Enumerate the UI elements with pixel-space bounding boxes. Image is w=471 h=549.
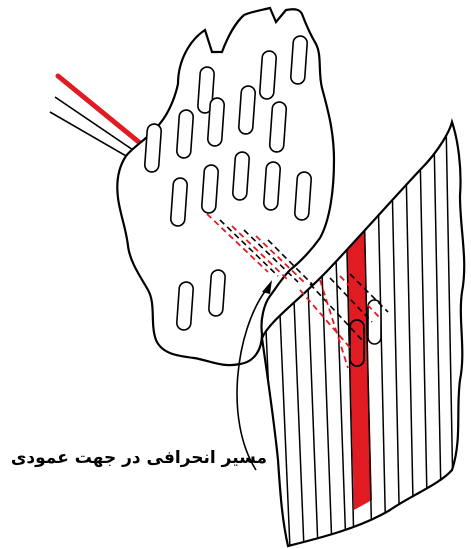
slot bbox=[170, 177, 188, 227]
black-wire-upper bbox=[54, 96, 137, 153]
slot bbox=[367, 299, 382, 345]
back-plate bbox=[116, 6, 336, 367]
slot bbox=[201, 164, 219, 214]
slot bbox=[197, 66, 215, 114]
slot bbox=[294, 171, 312, 221]
slot bbox=[268, 101, 288, 153]
slot bbox=[176, 109, 194, 159]
diagram-caption: مسیر انحرافی در جهت عمودی bbox=[10, 448, 267, 468]
slot bbox=[263, 161, 281, 211]
callout-arrow bbox=[236, 280, 272, 471]
slot bbox=[232, 151, 250, 201]
slot bbox=[144, 123, 162, 173]
front-plate-outline bbox=[260, 118, 466, 548]
front-plate bbox=[260, 118, 466, 548]
arrowhead-icon bbox=[262, 280, 272, 294]
slot bbox=[208, 269, 226, 317]
back-plate-outline bbox=[116, 6, 336, 367]
projection-lines-front bbox=[299, 273, 389, 369]
slot bbox=[238, 85, 256, 135]
projection-lines-back bbox=[206, 213, 315, 287]
red-wire bbox=[55, 73, 143, 146]
wire-leads bbox=[49, 73, 143, 161]
slot bbox=[290, 35, 308, 85]
slot bbox=[207, 97, 225, 147]
slot bbox=[349, 319, 365, 367]
slot bbox=[176, 281, 194, 331]
slot bbox=[259, 50, 277, 100]
black-wire-lower bbox=[49, 111, 134, 161]
